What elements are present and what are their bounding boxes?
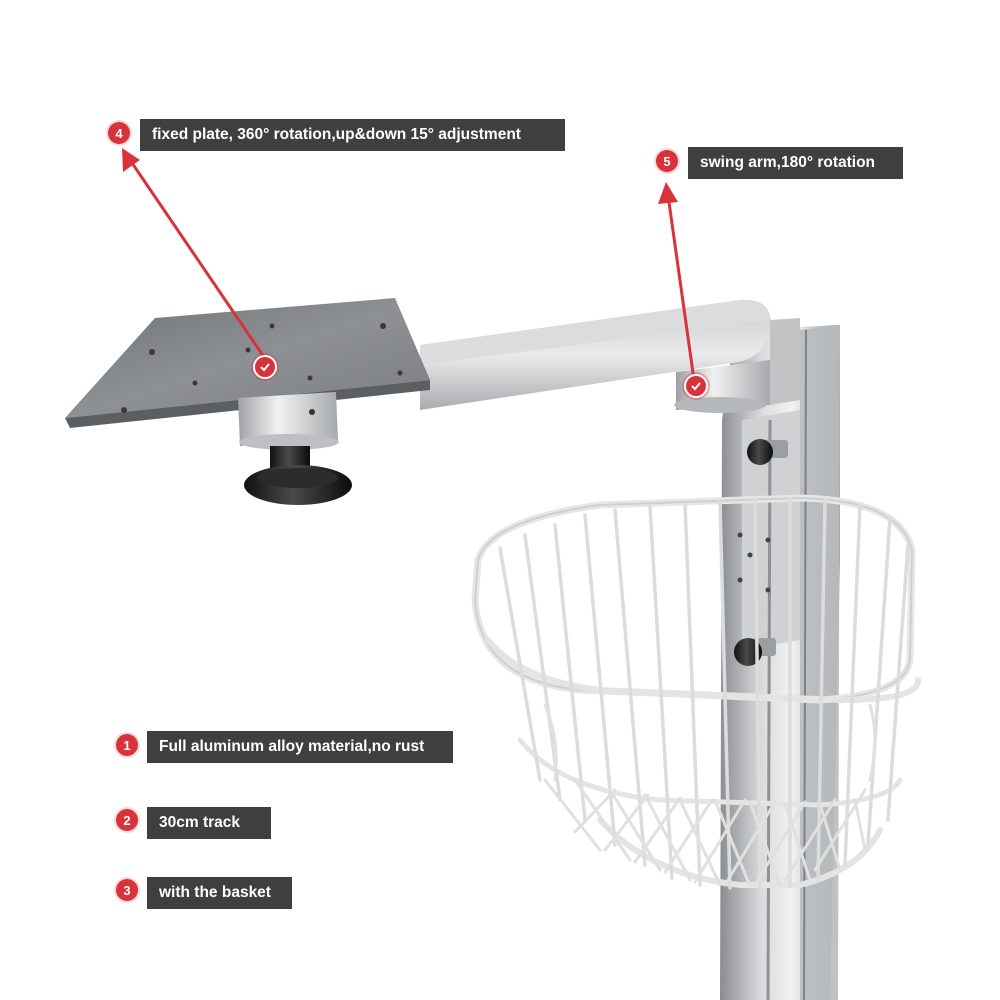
feature-number-badge: 1 — [116, 734, 138, 756]
feature-number-badge: 2 — [116, 809, 138, 831]
feature-number-badge: 3 — [116, 879, 138, 901]
swing-arm — [420, 299, 800, 413]
callout-label-fixed-plate: fixed plate, 360° rotation,up&down 15° a… — [140, 119, 565, 151]
feature-label-track: 30cm track — [147, 807, 271, 839]
callout-arrow-plate — [122, 148, 268, 361]
feature-label-basket: with the basket — [147, 877, 292, 909]
feature-label-material: Full aluminum alloy material,no rust — [147, 731, 453, 763]
callout-number-badge: 5 — [656, 150, 678, 172]
plate-knob — [244, 446, 352, 505]
check-marker-icon — [253, 355, 277, 379]
callout-label-swing-arm: swing arm,180° rotation — [688, 147, 903, 179]
wire-basket — [471, 494, 921, 890]
callout-arrow-swing-arm — [658, 182, 696, 381]
fixed-plate — [65, 298, 430, 450]
callout-number-badge: 4 — [108, 122, 130, 144]
track-knob-upper — [747, 439, 788, 465]
check-marker-icon — [684, 374, 708, 398]
